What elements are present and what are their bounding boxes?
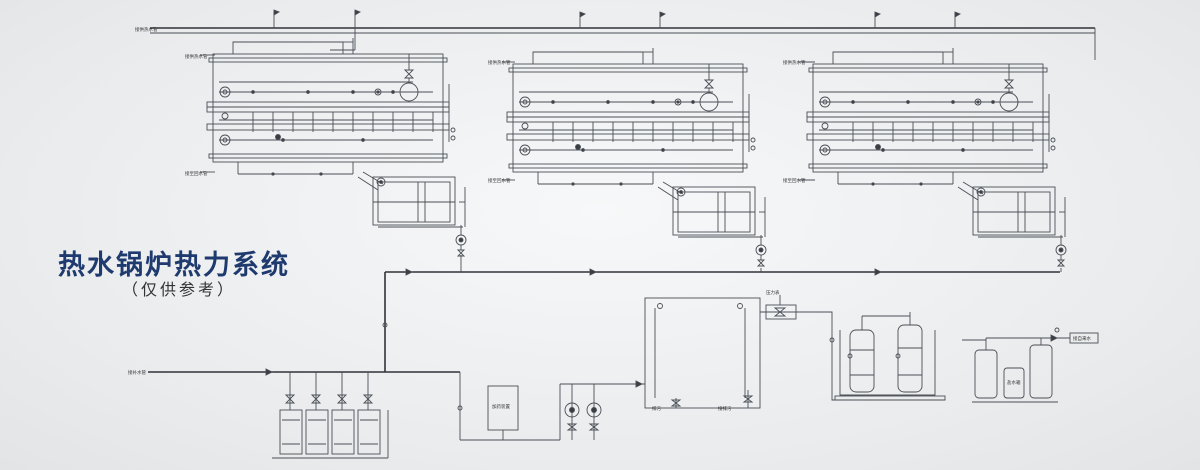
- soft-water-tank: 排污 接排污 压力表: [644, 289, 945, 412]
- boiler2-return-label: 接至回水管: [488, 177, 511, 184]
- diagram-title: 热水锅炉热力系统: [58, 250, 290, 281]
- vent-flags: [273, 9, 962, 28]
- makeup-inlet-label: 接补水管: [128, 369, 146, 376]
- boiler-unit-1: 接供热水管 接至回水管: [185, 28, 467, 257]
- chem-tank-label: 加药装置: [492, 403, 510, 410]
- boiler1-inlet-label: 接供热水管: [185, 53, 208, 60]
- top-supply-header: 接供热水管: [135, 26, 1096, 60]
- boiler-unit-3: 接供热水管 接至回水管: [783, 47, 1067, 267]
- makeup-line: 接补水管: [128, 368, 560, 441]
- drain-label-2: 接排污: [718, 405, 732, 412]
- drain-label-1: 排污: [652, 405, 661, 412]
- return-header: [382, 255, 1062, 372]
- dosing-unit: 加药装置: [487, 385, 519, 440]
- city-water-label: 接自来水: [1073, 335, 1091, 342]
- makeup-pumps: [559, 380, 645, 440]
- diagram-subtitle: （仅供参考）: [122, 280, 237, 299]
- gauge-label: 压力表: [766, 289, 780, 296]
- softener-vessels: [834, 312, 946, 401]
- filter-bank: [272, 372, 389, 459]
- boiler2-inlet-label: 接供热水管: [488, 59, 511, 66]
- salt-tank-label: 盐水箱: [1007, 379, 1021, 386]
- boiler1-return-label: 接至回水管: [185, 170, 208, 177]
- brine-tanks: 接自来水 盐水箱: [962, 327, 1099, 403]
- boiler3-inlet-label: 接供热水管: [783, 59, 806, 66]
- boiler3-return-label: 接至回水管: [783, 177, 806, 184]
- boiler-unit-2: 接供热水管 接至回水管: [488, 47, 767, 267]
- top-header-label: 接供热水管: [135, 26, 158, 33]
